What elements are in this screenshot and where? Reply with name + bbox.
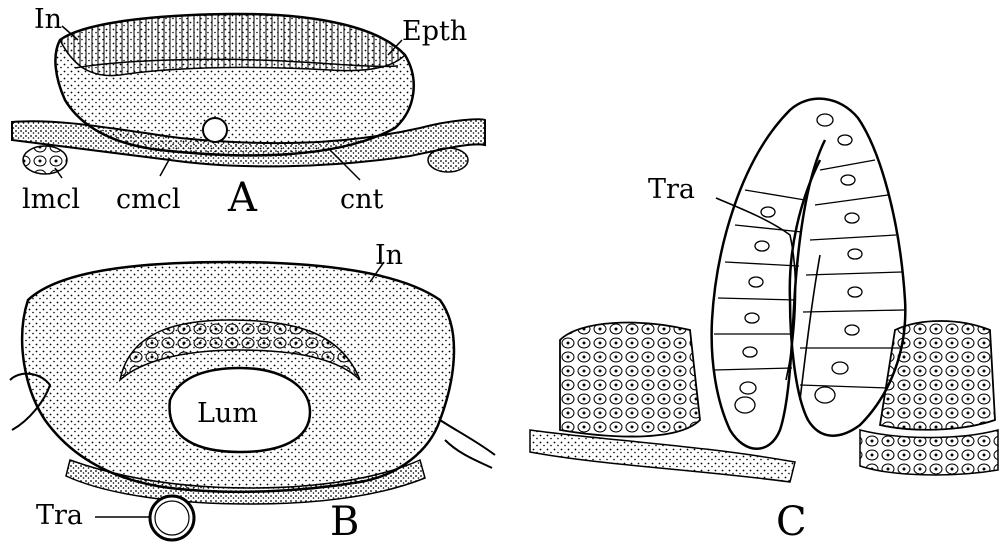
label-a-epth: Epth bbox=[402, 18, 467, 45]
vessel-lumen bbox=[203, 118, 227, 142]
label-a-cmcl: cmcl bbox=[116, 186, 180, 213]
surrounding-tissue-left bbox=[560, 323, 700, 437]
trachea-tube bbox=[150, 496, 194, 540]
label-a-in: In bbox=[34, 6, 62, 33]
panel-c-drawing bbox=[530, 99, 998, 482]
panel-c-letter: C bbox=[776, 502, 807, 542]
label-a-cnt: cnt bbox=[340, 186, 383, 213]
panel-b-letter: B bbox=[330, 502, 359, 542]
label-b-in: In bbox=[375, 242, 403, 269]
epithelium-layer bbox=[60, 14, 405, 76]
muscle-bundle-right bbox=[428, 148, 468, 172]
surrounding-tissue-right bbox=[880, 321, 995, 430]
muscle-bundle-left bbox=[23, 146, 67, 174]
label-b-tra: Tra bbox=[36, 502, 83, 529]
basal-layer-right bbox=[860, 430, 998, 475]
panel-a-letter: A bbox=[228, 178, 257, 218]
label-a-lmcl: lmcl bbox=[22, 186, 80, 213]
label-b-lum: Lum bbox=[197, 400, 258, 427]
basal-layer-left bbox=[530, 430, 795, 482]
label-c-tra: Tra bbox=[648, 176, 695, 203]
